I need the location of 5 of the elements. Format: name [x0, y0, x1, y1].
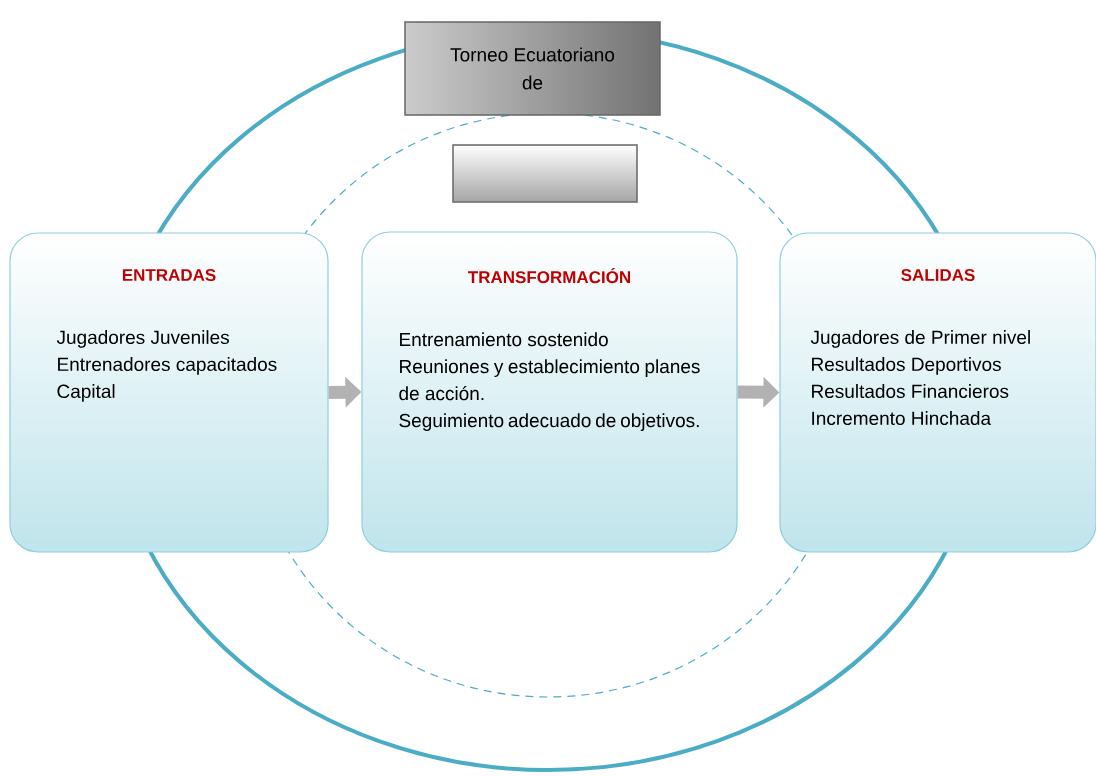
- process-box: TRANSFORMACIÓN Entrenamiento sostenido Reuniones y establecimiento planes de acción. Seguimiento adecuado de objetivos.: [361, 231, 738, 553]
- process-box: ENTRADAS Jugadores Juveniles Entrenadores capacitados Capital: [9, 232, 329, 553]
- empty-box: [452, 144, 638, 203]
- title-box: Torneo Ecuatoriano de: [404, 21, 661, 116]
- process-box: SALIDAS Jugadores de Primer nivel Resultados Deportivos Resultados Financieros Incremento Hinchada: [779, 232, 1096, 553]
